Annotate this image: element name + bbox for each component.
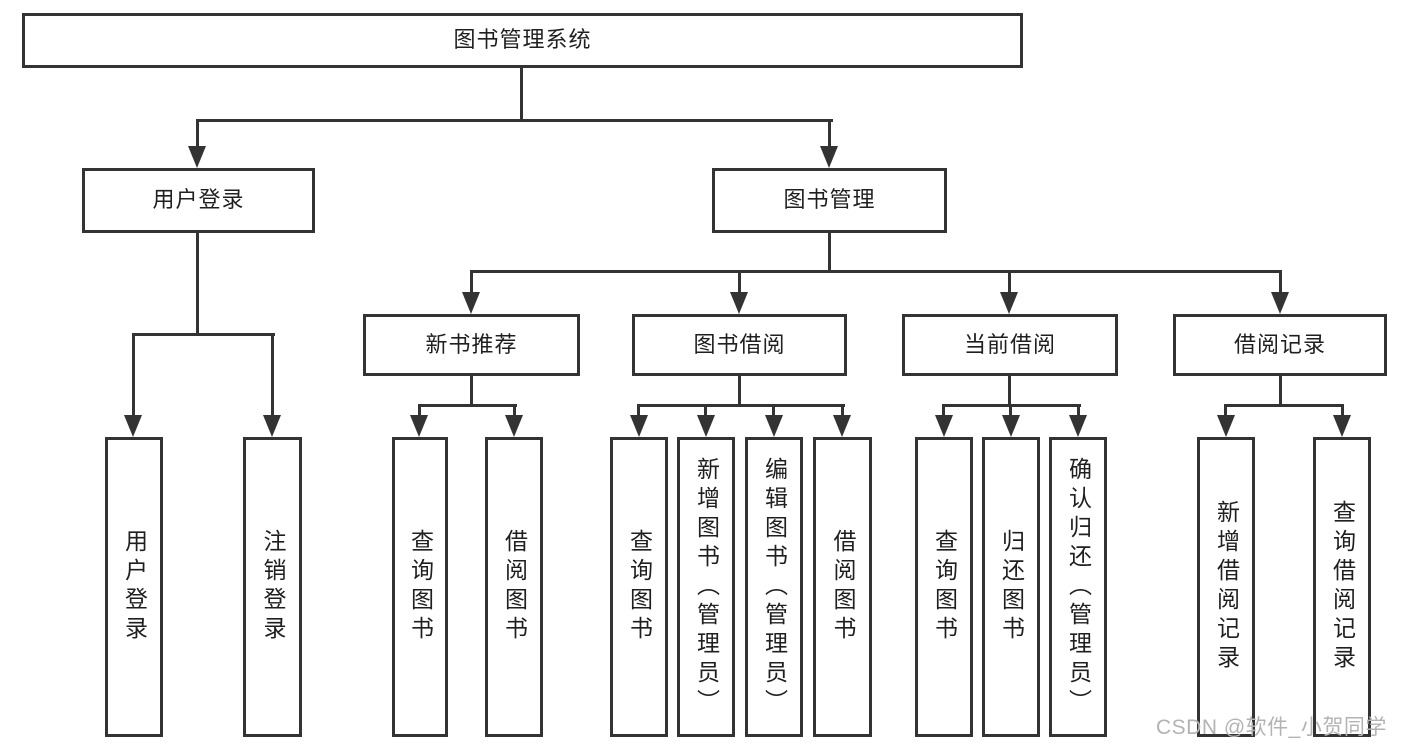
connector-segment — [520, 68, 523, 121]
connector-segment — [942, 404, 945, 417]
arrowhead-icon — [188, 146, 206, 168]
connector-segment — [513, 404, 516, 417]
connector-segment — [1077, 404, 1080, 417]
arrowhead-icon — [410, 415, 428, 437]
arrowhead-icon — [1002, 415, 1020, 437]
node-current-borrowing: 当前借阅 — [902, 314, 1118, 376]
arrowhead-icon — [462, 292, 480, 314]
connector-segment — [418, 404, 517, 407]
leaf-current-query-books: 查询图书 — [915, 437, 973, 737]
connector-segment — [1224, 404, 1227, 417]
connector-segment — [1279, 270, 1282, 294]
connector-segment — [271, 333, 274, 415]
connector-segment — [470, 270, 473, 294]
connector-segment — [1224, 404, 1344, 407]
arrowhead-icon — [765, 415, 783, 437]
connector-segment — [637, 404, 640, 417]
connector-segment — [637, 404, 845, 407]
connector-segment — [828, 119, 831, 147]
arrowhead-icon — [935, 415, 953, 437]
arrowhead-icon — [263, 415, 281, 437]
connector-segment — [1341, 404, 1344, 417]
connector-segment — [470, 376, 473, 407]
connector-segment — [738, 270, 741, 294]
connector-segment — [418, 404, 421, 417]
connector-segment — [196, 119, 833, 122]
connector-segment — [1008, 270, 1011, 294]
node-library-system: 图书管理系统 — [22, 13, 1023, 68]
leaf-records-query-record: 查询借阅记录 — [1313, 437, 1371, 737]
connector-segment — [772, 404, 775, 417]
node-user-login: 用户登录 — [82, 168, 315, 233]
arrowhead-icon — [833, 415, 851, 437]
leaf-user-login: 用户登录 — [105, 437, 163, 737]
connector-segment — [841, 404, 844, 417]
leaf-borrow-borrow-books: 借阅图书 — [813, 437, 872, 737]
connector-segment — [132, 333, 275, 336]
leaf-rec-borrow-books: 借阅图书 — [485, 437, 543, 737]
arrowhead-icon — [1069, 415, 1087, 437]
connector-segment — [1009, 404, 1012, 417]
connector-segment — [1008, 376, 1011, 407]
leaf-borrow-query-books: 查询图书 — [610, 437, 668, 737]
arrowhead-icon — [1333, 415, 1351, 437]
leaf-borrow-edit-books-admin: 编辑图书（管理员） — [745, 437, 803, 737]
leaf-current-return-books: 归还图书 — [982, 437, 1040, 737]
node-book-management: 图书管理 — [712, 168, 947, 233]
leaf-borrow-add-books-admin: 新增图书（管理员） — [677, 437, 735, 737]
leaf-rec-query-books: 查询图书 — [392, 437, 448, 737]
arrowhead-icon — [730, 292, 748, 314]
leaf-logout: 注销登录 — [243, 437, 302, 737]
connector-segment — [132, 333, 135, 415]
arrowhead-icon — [1271, 292, 1289, 314]
connector-segment — [704, 404, 707, 417]
arrowhead-icon — [630, 415, 648, 437]
node-book-borrowing: 图书借阅 — [632, 314, 847, 376]
node-new-book-recommendation: 新书推荐 — [363, 314, 580, 376]
connector-segment — [738, 376, 741, 407]
connector-segment — [196, 119, 199, 147]
arrowhead-icon — [505, 415, 523, 437]
connector-segment — [196, 233, 199, 336]
leaf-records-add-record: 新增借阅记录 — [1197, 437, 1255, 737]
arrowhead-icon — [1000, 292, 1018, 314]
arrowhead-icon — [1217, 415, 1235, 437]
csdn-watermark: CSDN @软件_小贺同学 — [1156, 716, 1387, 739]
connector-segment — [470, 270, 1282, 273]
connector-segment — [828, 233, 831, 273]
arrowhead-icon — [697, 415, 715, 437]
connector-segment — [1279, 376, 1282, 407]
arrowhead-icon — [124, 415, 142, 437]
leaf-current-confirm-return-admin: 确认归还（管理员） — [1049, 437, 1107, 737]
node-borrowing-records: 借阅记录 — [1173, 314, 1387, 376]
arrowhead-icon — [820, 146, 838, 168]
